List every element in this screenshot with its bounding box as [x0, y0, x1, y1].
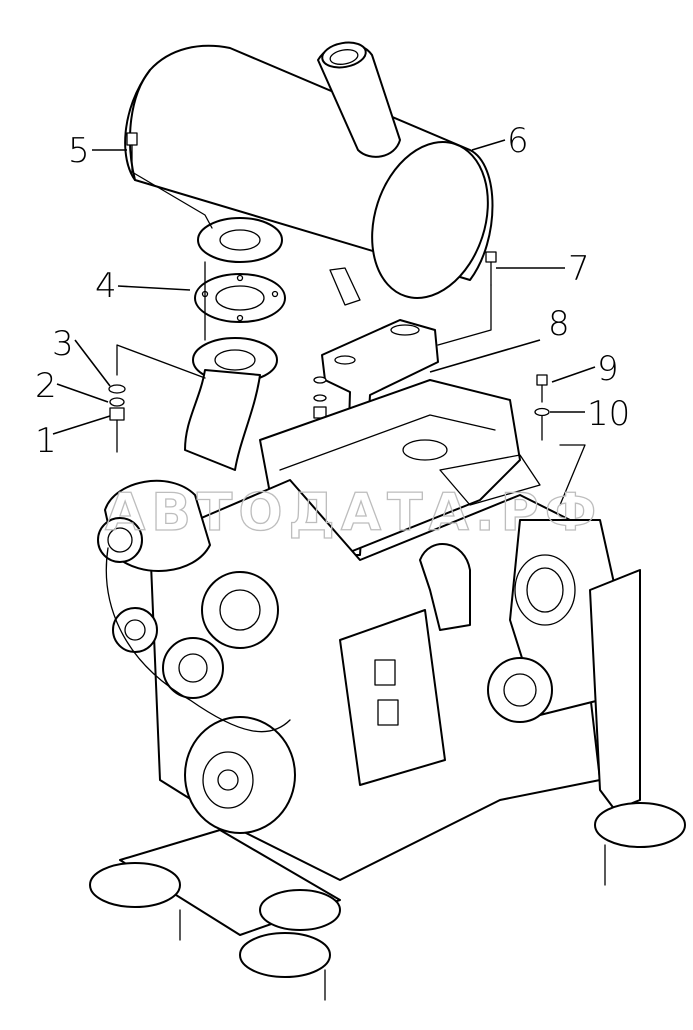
callout-8: 8: [548, 304, 570, 344]
engine-assembly[interactable]: [97, 379, 621, 881]
callout-1: 1: [35, 421, 57, 461]
callout-9: 9: [597, 349, 619, 389]
bracket-nuts[interactable]: [313, 376, 327, 419]
washer-10[interactable]: [534, 407, 550, 417]
callout-4: 4: [95, 266, 117, 306]
callout-10: 10: [587, 394, 630, 434]
gasket-4[interactable]: [194, 273, 286, 323]
engine-mount-rear[interactable]: [589, 569, 686, 886]
callout-7: 7: [568, 249, 590, 289]
engine-mount-front[interactable]: [89, 829, 341, 1001]
bolt-9[interactable]: [536, 374, 548, 403]
callout-2: 2: [35, 366, 57, 406]
fastener-stack-1-3[interactable]: [108, 384, 126, 453]
muffler[interactable]: [124, 39, 507, 313]
callout-6: 6: [507, 121, 529, 161]
callout-numbers: 1 2 3 4 5 6 7 8 9 10: [35, 121, 630, 461]
callout-5: 5: [68, 131, 90, 171]
assembly-lines: [116, 171, 543, 441]
bolt-5[interactable]: [126, 132, 138, 173]
exhaust-elbow-pipe[interactable]: [184, 369, 261, 471]
bolt-7[interactable]: [485, 251, 497, 286]
watermark-text: АВТОДАТА.РФ: [105, 483, 602, 543]
callout-leaders: [52, 139, 596, 435]
callout-3: 3: [52, 324, 74, 364]
upper-flange[interactable]: [197, 217, 283, 263]
